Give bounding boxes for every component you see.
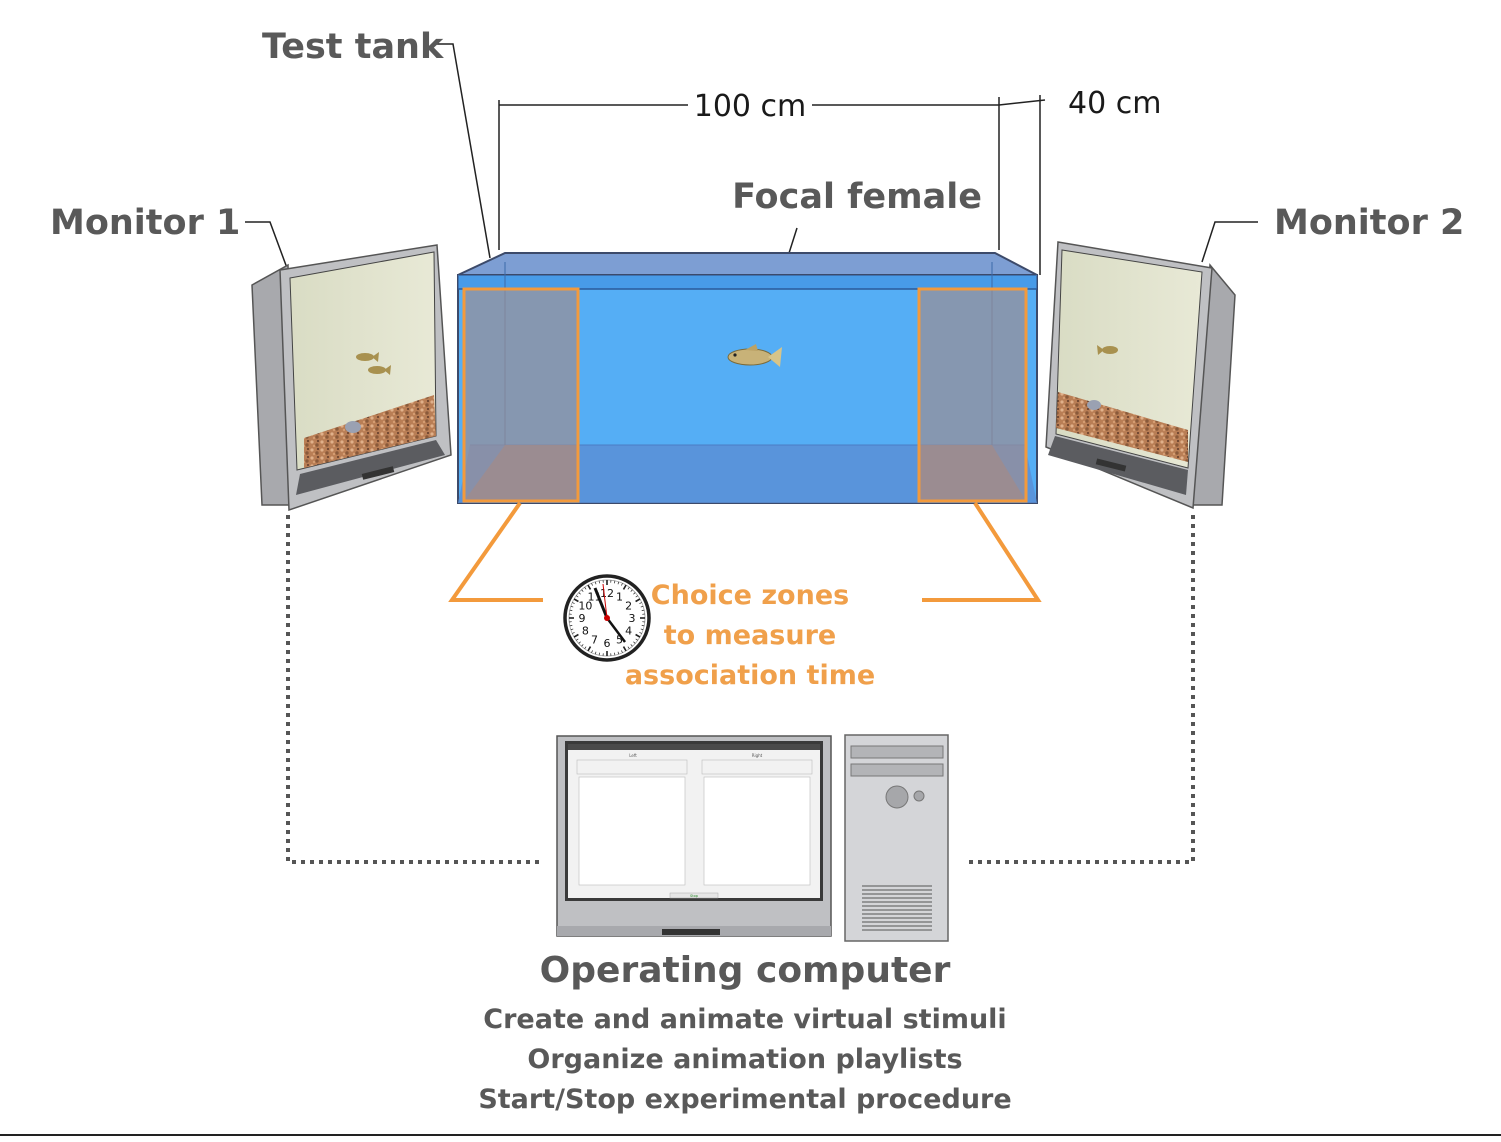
clock-number: 4 <box>625 625 632 638</box>
clock-number: 8 <box>582 625 589 638</box>
screen-left-header: Left <box>629 753 637 758</box>
clock-number: 2 <box>625 600 632 613</box>
computer-task-2: Organize animation playlists <box>527 1044 962 1075</box>
clock-number: 9 <box>579 612 586 625</box>
computer-tower-icon <box>845 735 948 941</box>
monitor-1-label: Monitor 1 <box>50 203 240 243</box>
operating-computer-label: Operating computer <box>540 950 951 991</box>
clock-number: 3 <box>629 612 636 625</box>
clock-number: 12 <box>600 587 614 600</box>
test-tank <box>458 253 1037 503</box>
test-tank-label: Test tank <box>262 27 444 67</box>
choice-zones-line-1: Choice zones <box>651 580 849 611</box>
clock-number: 6 <box>604 637 611 650</box>
computer-monitor: Left Right Stop <box>557 736 831 936</box>
computer-task-3: Start/Stop experimental procedure <box>478 1084 1011 1115</box>
tank-length-label: 100 cm <box>694 89 807 124</box>
screen-stop-button: Stop <box>690 894 699 898</box>
monitor-2 <box>1046 242 1235 508</box>
tank-depth-label: 40 cm <box>1068 86 1161 121</box>
clock-number: 7 <box>591 634 598 647</box>
clock-number: 1 <box>616 590 623 603</box>
choice-zones-line-3: association time <box>625 660 875 691</box>
computer-task-1: Create and animate virtual stimuli <box>483 1004 1006 1035</box>
choice-zones-line-2: to measure <box>664 620 836 651</box>
choice-zones-text: Choice zones to measure association time <box>625 580 875 691</box>
screen-right-header: Right <box>752 753 763 758</box>
monitor-1 <box>252 245 451 510</box>
focal-female-label: Focal female <box>732 177 982 217</box>
monitor-2-label: Monitor 2 <box>1274 203 1464 243</box>
